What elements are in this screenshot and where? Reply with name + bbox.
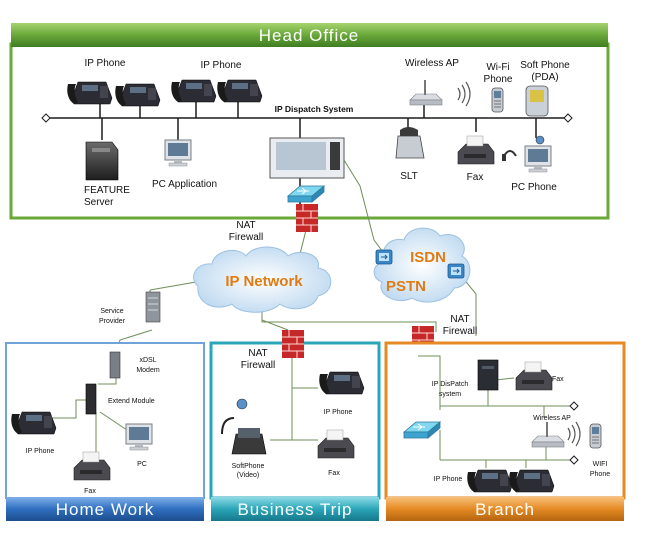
ip-network-label: IP Network — [225, 273, 303, 290]
network-links — [115, 159, 477, 353]
home-ip-phone-icon — [10, 411, 57, 435]
ip-phone-icon — [216, 79, 263, 103]
business-trip-panel: Business Trip — [209, 341, 381, 521]
branch-ip-phone-label: IP Phone — [434, 476, 463, 483]
trip-firewall-icon — [281, 329, 305, 359]
branch-ip-phone-icon — [508, 469, 555, 493]
soft-phone-pda-icon — [525, 85, 549, 117]
wifi-phone-label-1: Wi-Fi — [486, 62, 509, 73]
softphone-video-icon — [221, 398, 267, 455]
trip-fax-label: Fax — [328, 470, 340, 477]
branch-title: Branch — [475, 500, 535, 519]
ip-phone-icon — [170, 79, 217, 103]
business-trip-title: Business Trip — [237, 500, 352, 519]
fax-label: Fax — [467, 172, 484, 183]
pc-application-label: PC Application — [152, 179, 217, 190]
slt-label: SLT — [400, 171, 418, 182]
firewall-label: Firewall — [229, 232, 263, 243]
head-office-title: Head Office — [259, 26, 359, 45]
xdsl-label-1: xDSL — [139, 357, 156, 364]
head-office-header — [11, 23, 608, 47]
ip-network-cloud-icon — [193, 246, 332, 313]
wifi-phone-label-2: Phone — [484, 74, 513, 85]
feature-server-label-1: FEATURE — [84, 185, 130, 196]
home-work-title: Home Work — [56, 500, 154, 519]
gateway-icon — [375, 249, 393, 265]
slt-phone-icon — [395, 127, 425, 159]
softphone-label-1: SoftPhone — [232, 463, 265, 470]
service-provider-icon — [145, 291, 161, 323]
branch-ap-label: Wireless AP — [533, 415, 571, 422]
home-ip-phone-label: IP Phone — [26, 448, 55, 455]
branch-nat-label: NAT — [450, 314, 469, 325]
business-trip-links — [270, 358, 318, 441]
dispatch-console-icon — [269, 137, 345, 179]
pstn-cloud-icon — [373, 227, 471, 303]
branch-fax-label: Fax — [552, 376, 564, 383]
trip-ip-phone-label: IP Phone — [324, 409, 353, 416]
branch-dispatch-label-2: system — [439, 391, 461, 398]
xdsl-modem-icon — [109, 351, 121, 379]
soft-phone-label-1: Soft Phone — [520, 60, 570, 71]
service-provider-label-2: Provider — [99, 318, 126, 325]
branch-firewall-label: Firewall — [443, 326, 477, 337]
backbone-end-markers — [41, 113, 573, 123]
branch-dispatch-icon — [477, 359, 499, 391]
headset-icon — [502, 150, 517, 161]
nat-firewall-icon — [295, 203, 319, 233]
branch-wifi-phone-icon — [589, 423, 602, 449]
extend-module-icon — [85, 383, 97, 415]
ip-phone-label-2: IP Phone — [201, 60, 242, 71]
feature-server-label-2: Server — [84, 197, 114, 208]
trip-nat-label: NAT — [248, 348, 267, 359]
gateway-icon — [447, 263, 465, 279]
feature-server-icon — [85, 141, 119, 181]
nat-label: NAT — [236, 220, 255, 231]
home-fax-label: Fax — [84, 488, 96, 495]
branch-dispatch-label-1: IP DisPatch — [432, 381, 469, 388]
ip-phone-label-1: IP Phone — [85, 58, 126, 69]
ip-dispatch-label: IP Dispatch System — [275, 104, 354, 114]
home-pc-label: PC — [137, 461, 147, 468]
soft-phone-label-2: (PDA) — [531, 72, 558, 83]
trip-firewall-label: Firewall — [241, 360, 275, 371]
isdn-label: ISDN — [410, 249, 446, 266]
trip-ip-phone-icon — [318, 371, 365, 395]
softphone-label-2: (Video) — [237, 472, 259, 479]
wifi-phone-icon — [491, 87, 504, 113]
branch-wifi-label-1: WIFI — [593, 461, 608, 468]
ip-phone-icon — [66, 81, 113, 105]
xdsl-label-2: Modem — [136, 367, 160, 374]
branch-ip-phone-icon — [466, 469, 513, 493]
webcam-icon — [535, 135, 545, 145]
branch-end-markers — [569, 401, 579, 465]
wireless-ap-label: Wireless AP — [405, 58, 459, 69]
pc-phone-label: PC Phone — [511, 182, 557, 193]
branch-wifi-label-2: Phone — [590, 471, 610, 478]
service-provider-label-1: Service — [100, 308, 123, 315]
ip-phone-icon — [114, 83, 161, 107]
pstn-label: PSTN — [386, 278, 426, 295]
extend-module-label: Extend Module — [108, 398, 155, 405]
